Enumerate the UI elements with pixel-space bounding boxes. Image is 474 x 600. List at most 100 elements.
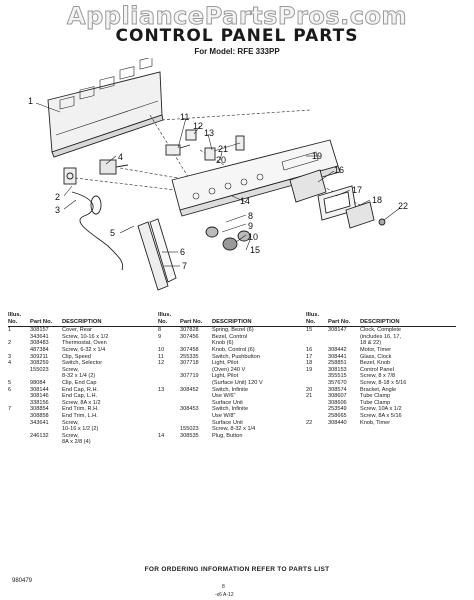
description-cell: (Oven) 240 V — [212, 366, 246, 373]
table-row: 10-16 x 1/2 (2) — [8, 426, 158, 433]
callout-13: 13 — [204, 128, 214, 138]
illus-no-cell — [158, 420, 180, 427]
description-cell: Control Panel — [360, 366, 394, 373]
callout-22: 22 — [398, 201, 408, 211]
part-no-cell — [30, 426, 62, 433]
part-no-cell: 308147 — [328, 327, 347, 334]
rear-cover-part — [47, 58, 164, 158]
control-knobs-part — [205, 226, 251, 251]
table-row: 8A x 2/8 (4) — [8, 439, 158, 446]
bottom-mark: -x6 A-12 — [215, 592, 234, 598]
illus-no-cell: 13 — [158, 386, 165, 393]
part-no-cell: 255335 — [180, 353, 199, 360]
illus-no-cell: 6 — [8, 386, 12, 393]
illus-no-cell — [306, 334, 328, 341]
illus-no-cell: 10 — [158, 346, 165, 353]
callout-10: 10 — [248, 232, 258, 242]
callout-9: 9 — [248, 221, 253, 231]
description-cell: Surface Unit — [212, 419, 243, 426]
part-no-cell — [180, 413, 212, 420]
col-header-illus: Illus. No. — [306, 312, 328, 328]
page-number: 8 — [222, 584, 225, 590]
part-no-cell: 308854 — [30, 406, 49, 413]
description-cell: Knob, Control (6) — [212, 346, 255, 353]
illus-no-cell — [8, 400, 30, 407]
description-cell: Motor, Timer — [360, 346, 392, 353]
part-no-cell: 308535 — [180, 432, 199, 439]
description-cell: Use W/8" — [212, 412, 236, 419]
part-no-cell: 155023 — [30, 366, 49, 373]
part-no-cell: 307458 — [180, 346, 199, 353]
part-no-cell: 155023 — [180, 426, 199, 433]
end-trim-part — [137, 218, 177, 291]
col-header-part: Part No. — [180, 312, 212, 328]
callout-16: 16 — [334, 165, 344, 175]
callout-20: 20 — [216, 155, 226, 165]
illus-no-cell: 21 — [306, 393, 313, 400]
illus-no-cell — [8, 347, 30, 354]
description-cell: Screw, — [62, 366, 79, 373]
callout-11: 11 — [180, 112, 189, 122]
part-no-cell: 308452 — [180, 386, 199, 393]
illus-no-cell — [8, 433, 30, 440]
illus-no-cell — [306, 406, 328, 413]
description-cell: Knob, Timer — [360, 419, 391, 426]
description-cell: Screw, — [62, 419, 79, 426]
part-no-cell: 308146 — [30, 393, 49, 400]
part-no-cell — [180, 380, 212, 387]
description-cell: End Trim, R.H. — [62, 406, 99, 413]
part-no-cell: 338156 — [30, 399, 49, 406]
illus-no-cell — [158, 406, 180, 413]
part-no-cell — [180, 420, 212, 427]
table-row: Knob (6) — [158, 340, 308, 347]
callout-14: 14 — [240, 196, 250, 206]
col-header-part: Part No. — [30, 312, 62, 328]
illus-no-cell: 5 — [8, 379, 12, 386]
illus-no-cell — [8, 413, 30, 420]
part-no-cell: 309211 — [30, 353, 49, 360]
part-no-cell: 308453 — [180, 406, 199, 413]
part-no-cell — [328, 334, 360, 341]
illus-no-cell: 15 — [306, 327, 313, 334]
description-cell: Switch, Infinite — [212, 386, 249, 393]
document-code: 980479 — [12, 578, 33, 584]
table-row: 7 308854 End Trim, R.H. — [8, 406, 158, 413]
illus-no-cell: 8 — [158, 327, 162, 334]
selector-switch-part — [99, 159, 129, 175]
illus-no-cell — [158, 367, 180, 374]
description-cell: Screw, 6-32 x 1/4 — [62, 346, 106, 353]
illus-no-cell: 4 — [8, 360, 12, 367]
illus-no-cell: 20 — [306, 386, 313, 393]
table-row: Use W/6" — [158, 393, 308, 400]
page-title: CONTROL PANEL PARTS — [115, 26, 359, 46]
part-no-cell — [328, 340, 360, 347]
description-cell: End Trim, L.H. — [62, 412, 98, 419]
table-row: (Surface Unit) 120 V — [158, 380, 308, 387]
illus-no-cell: 1 — [8, 327, 12, 334]
description-cell: 8A x 2/8 (4) — [62, 439, 91, 446]
table-row: (includes 16, 17, — [306, 334, 456, 341]
description-cell: 18 & 22) — [360, 340, 382, 347]
illus-no-cell: 7 — [8, 406, 12, 413]
illus-no-cell — [8, 373, 30, 380]
illus-no-cell: 12 — [158, 360, 165, 367]
illus-no-cell — [158, 393, 180, 400]
part-no-cell: 308259 — [30, 360, 49, 367]
description-cell: End Cap, L.H. — [62, 393, 98, 400]
illus-no-cell: 19 — [306, 366, 313, 373]
part-no-cell: 308144 — [30, 386, 49, 393]
description-cell: Surface Unit — [212, 399, 243, 406]
callout-labels: 1 2 3 4 5 6 7 8 9 10 11 12 13 14 15 16 1… — [28, 96, 408, 271]
